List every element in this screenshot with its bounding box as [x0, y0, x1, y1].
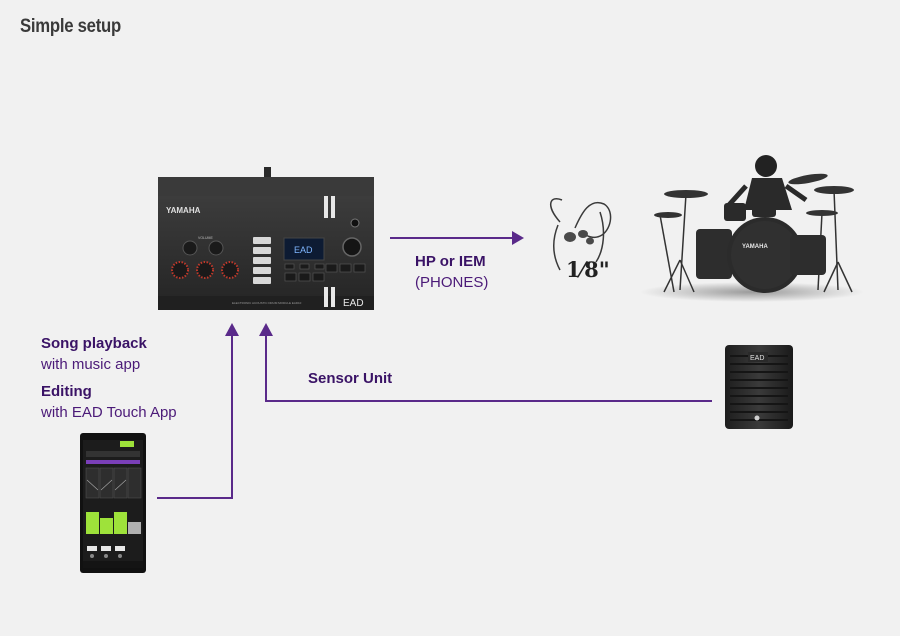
sensor-logo: EAD: [750, 355, 764, 362]
module-knob-label: VOLUME: [198, 236, 213, 240]
effect-knobs: [171, 261, 239, 279]
arrowhead-sensor: [259, 323, 273, 336]
song-playback-subtitle: with music app: [41, 356, 141, 373]
app-mixer-grid: [85, 467, 142, 499]
power-button[interactable]: [350, 218, 360, 228]
app-level-bars: [86, 512, 141, 534]
app-buttons[interactable]: [87, 546, 125, 551]
data-dial[interactable]: [342, 237, 362, 257]
sensor-unit: EAD: [725, 345, 793, 429]
drum-brand: YAMAHA: [742, 244, 768, 250]
module-nav-buttons[interactable]: [284, 263, 366, 282]
arrowhead-phone: [225, 323, 239, 336]
headphones-icon: [550, 198, 612, 271]
app-search-bar[interactable]: [86, 451, 140, 457]
sensor-unit-label: Sensor Unit: [308, 370, 393, 387]
page-title: Simple setup: [20, 16, 121, 37]
jack-size-label: 1⁄8": [566, 257, 610, 282]
arrow-from-sensor: [265, 334, 712, 402]
drum-kit: YAMAHA: [640, 155, 864, 302]
module-screen: [283, 237, 325, 261]
connection-lines: [157, 237, 712, 499]
hp-iem-label: HP or IEM: [415, 253, 486, 270]
app-tab-bar[interactable]: [86, 460, 140, 464]
phones-label: (PHONES): [415, 274, 489, 291]
editing-subtitle: with EAD Touch App: [41, 404, 177, 421]
module-buttons[interactable]: [253, 237, 271, 284]
song-playback-title: Song playback: [41, 335, 147, 352]
module-logo: EAD: [343, 298, 364, 309]
arrowhead-headphones: [512, 231, 524, 245]
volume-knob-right[interactable]: [208, 240, 224, 256]
drum-module: YAMAHA VOLUME EAD: [158, 167, 374, 310]
earbuds: [564, 230, 594, 245]
arrow-from-phone: [157, 334, 233, 499]
app-bottom-nav[interactable]: [83, 561, 143, 568]
module-brand: YAMAHA: [166, 206, 201, 215]
smartphone: [80, 433, 146, 573]
module-screen-logo: EAD: [294, 245, 313, 255]
editing-title: Editing: [41, 383, 92, 400]
app-header-badge: [120, 441, 134, 447]
module-model-text: ELECTRONIC ACOUSTIC DRUM MODULE EAD10: [232, 301, 302, 305]
volume-knob-left[interactable]: [182, 240, 198, 256]
